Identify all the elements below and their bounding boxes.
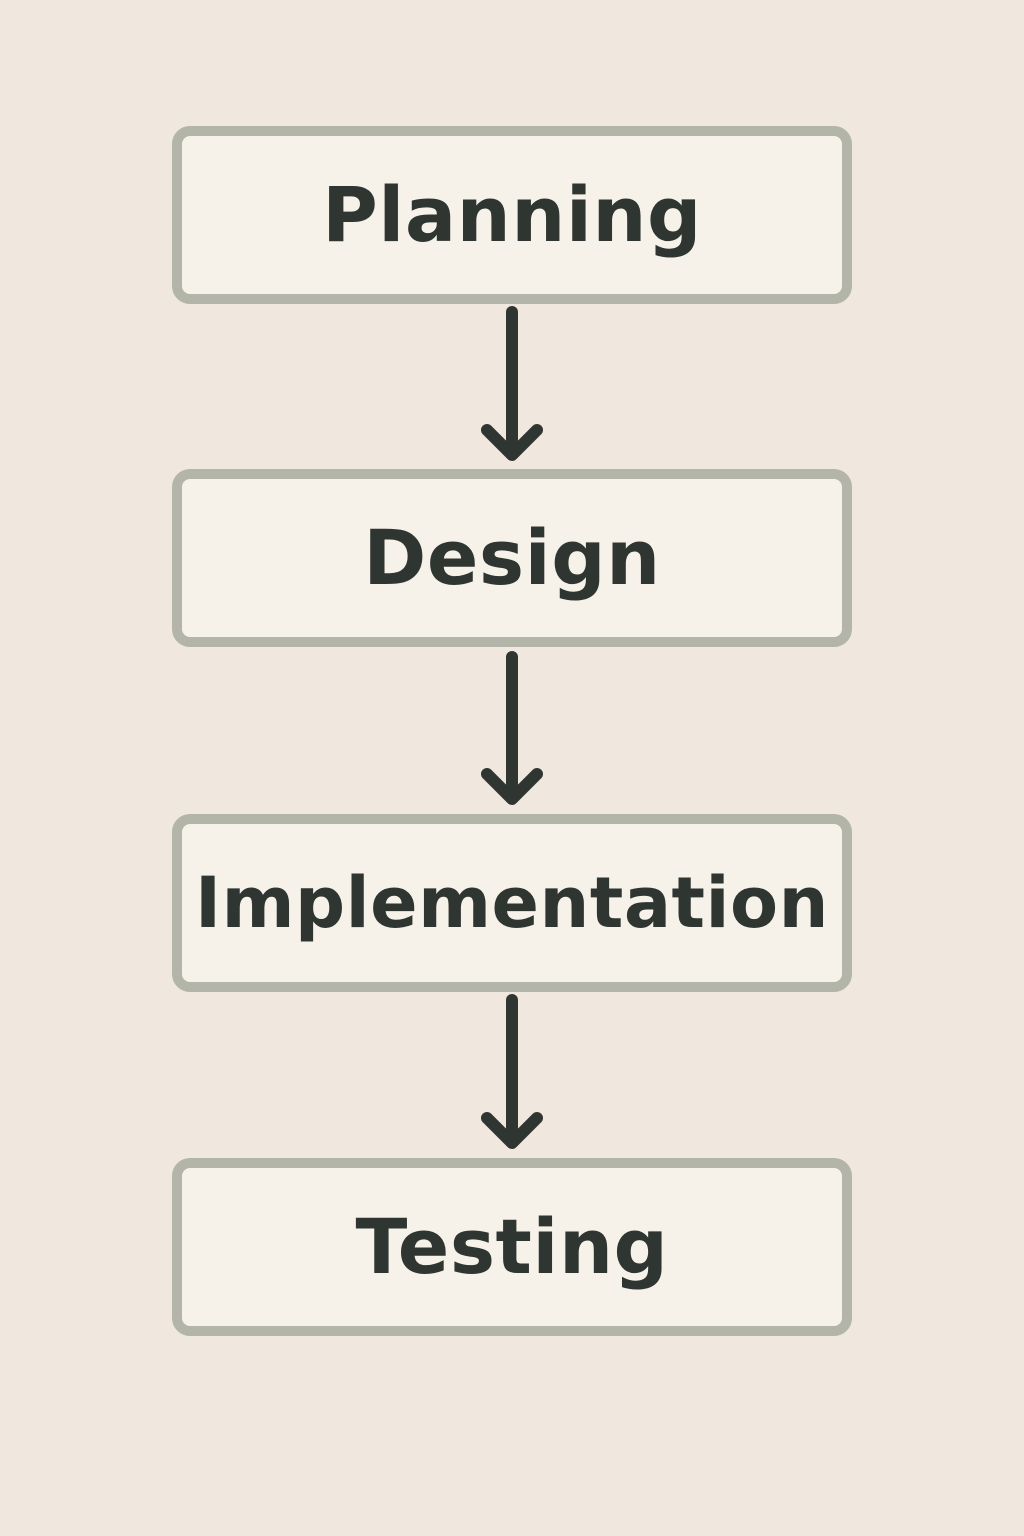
arrow-planning-to-design <box>481 306 543 461</box>
arrow-design-to-implementation <box>481 651 543 805</box>
step-box-planning: Planning <box>172 126 852 304</box>
step-box-testing: Testing <box>172 1158 852 1336</box>
step-box-design: Design <box>172 469 852 647</box>
step-label-planning: Planning <box>322 170 702 259</box>
step-box-implementation: Implementation <box>172 814 852 992</box>
arrow-implementation-to-testing <box>481 994 543 1149</box>
step-label-design: Design <box>363 513 661 602</box>
step-label-testing: Testing <box>355 1202 669 1291</box>
step-label-implementation: Implementation <box>195 862 829 944</box>
